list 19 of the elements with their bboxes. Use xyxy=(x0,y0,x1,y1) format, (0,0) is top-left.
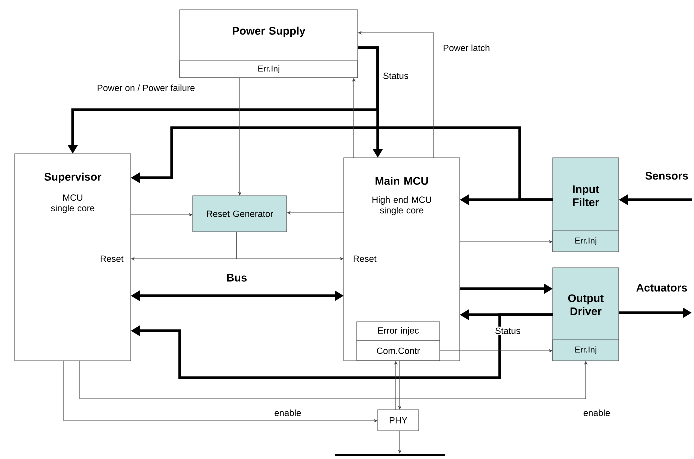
phy-box: PHY xyxy=(378,410,420,432)
edge-label: enable xyxy=(274,408,303,418)
sub-box: Err.Inj xyxy=(552,340,620,362)
generator-box: Reset Generator xyxy=(192,196,288,232)
edge-label: Status xyxy=(494,326,522,336)
bus-line xyxy=(335,454,445,456)
sub-box: Err.Inj xyxy=(552,230,620,252)
edge-label: Sensors xyxy=(644,171,690,181)
edge-label: Bus xyxy=(226,273,248,283)
sub-box: Err.Inj xyxy=(180,60,358,78)
edge-label: Power latch xyxy=(442,44,492,52)
signal-label: Reset xyxy=(352,254,378,264)
sub-box: Error injec xyxy=(356,322,440,342)
sub-box: Com.Contr xyxy=(356,340,440,362)
edge-label: enable xyxy=(582,408,612,418)
edge-label: Status xyxy=(382,72,410,80)
signal-label: Reset xyxy=(99,254,125,264)
edge-label: Actuators xyxy=(635,283,689,293)
edge-label: Power on / Power failure xyxy=(96,84,196,92)
